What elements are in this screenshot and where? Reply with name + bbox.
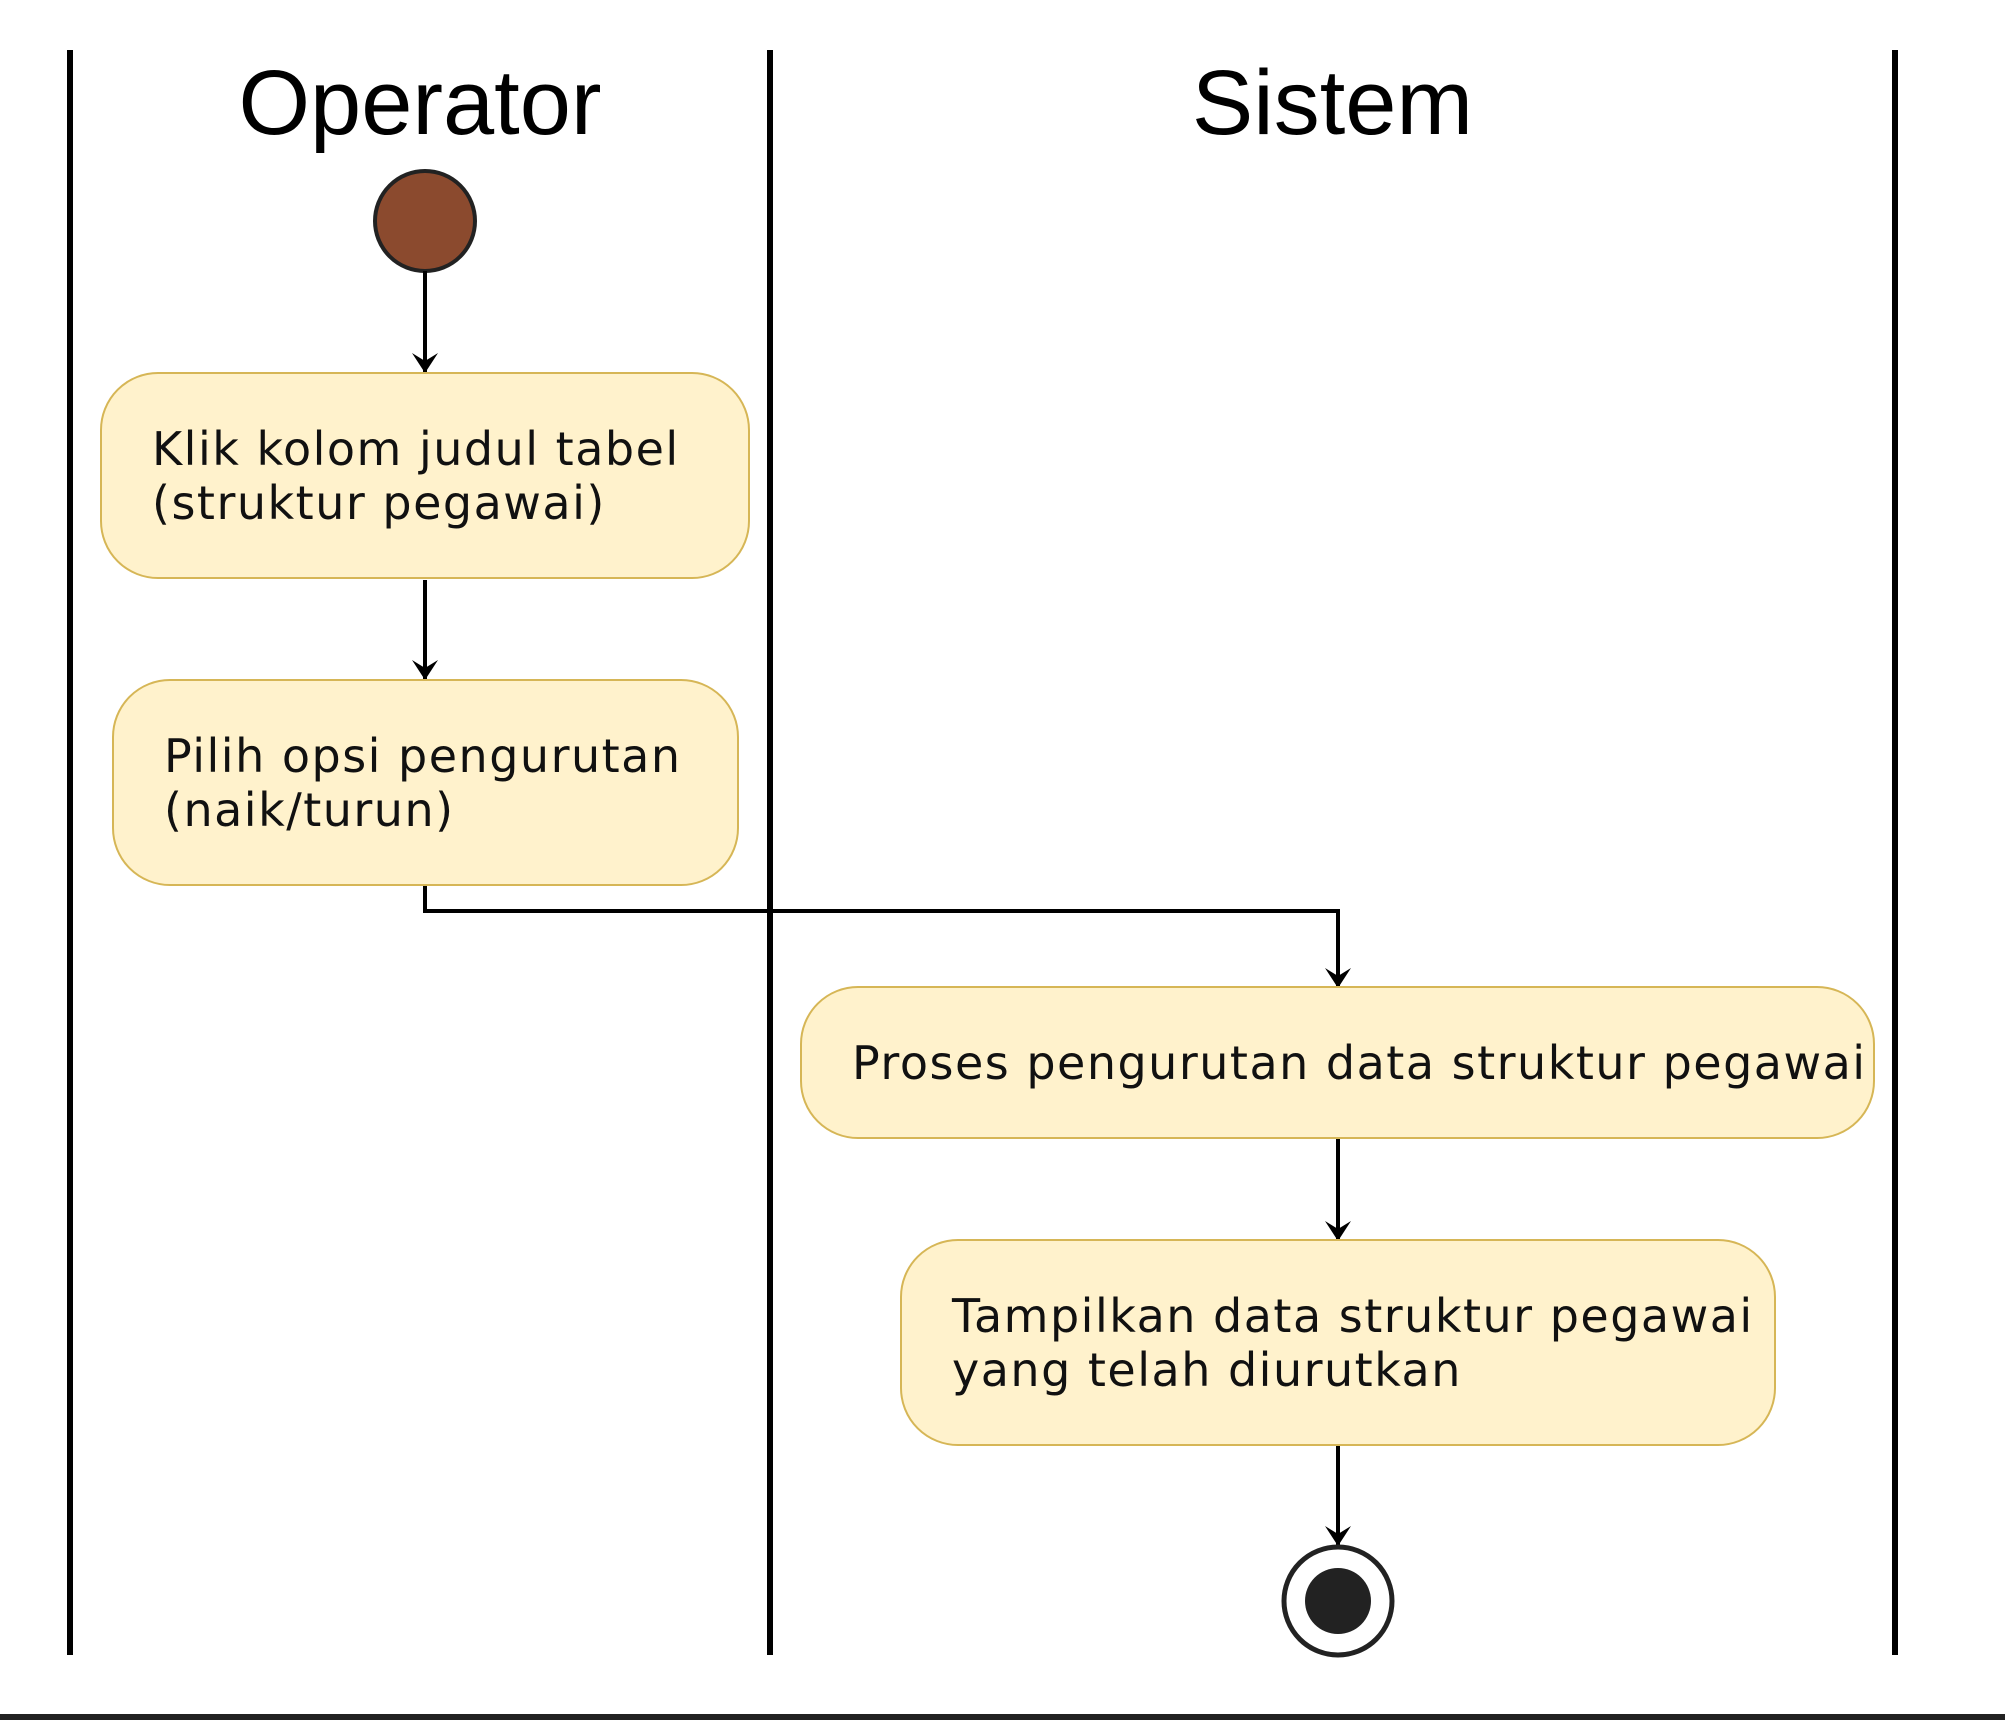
activity-label: Proses pengurutan data struktur pegawai — [852, 1035, 1867, 1090]
end-node-inner-dot — [1305, 1568, 1371, 1634]
lane-title-operator: Operator — [238, 52, 602, 154]
activity-process-sorting: Proses pengurutan data struktur pegawai — [800, 986, 1875, 1139]
lane-title-sistem: Sistem — [1191, 52, 1474, 154]
activity-label: Pilih opsi pengurutan (naik/turun) — [164, 728, 682, 837]
activity-click-column-header: Klik kolom judul tabel (struktur pegawai… — [100, 372, 750, 579]
start-node — [373, 169, 477, 273]
activity-label: Klik kolom judul tabel (struktur pegawai… — [152, 421, 680, 530]
activity-label: Tampilkan data struktur pegawai yang tel… — [952, 1288, 1754, 1397]
flow-arrow-choose-to-process — [423, 886, 1351, 988]
activity-choose-sort-option: Pilih opsi pengurutan (naik/turun) — [112, 679, 739, 886]
activity-display-sorted-data: Tampilkan data struktur pegawai yang tel… — [900, 1239, 1776, 1446]
